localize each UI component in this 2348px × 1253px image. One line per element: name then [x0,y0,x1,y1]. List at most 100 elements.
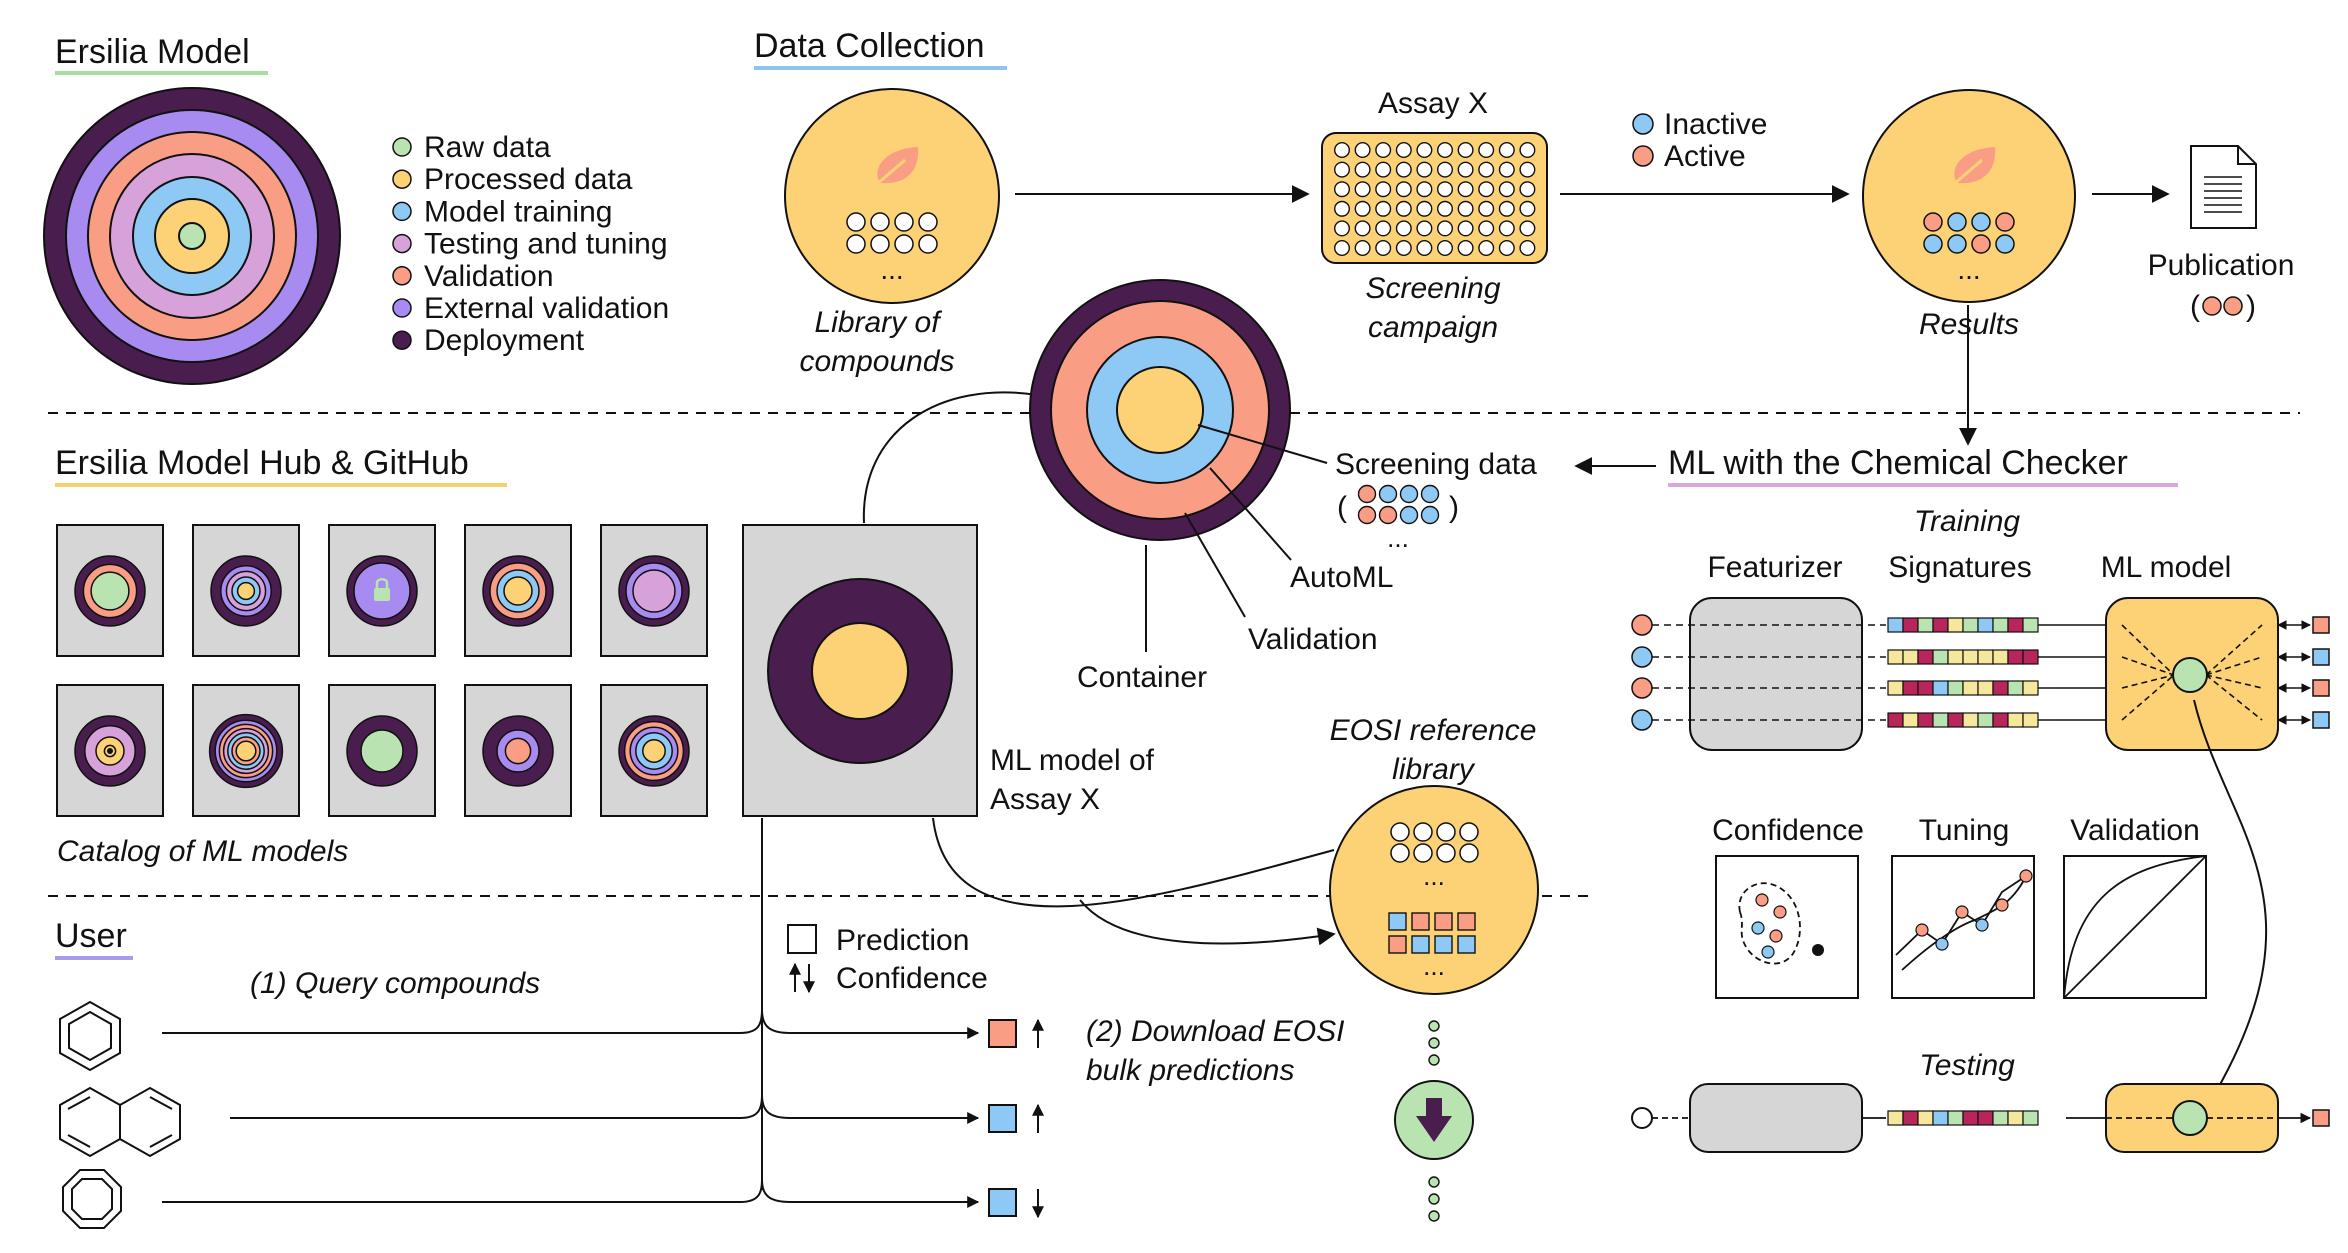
plate-well [1478,161,1495,178]
point [1995,898,2009,912]
signature-cell [1992,712,2009,728]
model-card[interactable] [56,684,164,817]
model-card[interactable] [328,524,436,657]
prediction-legend-label: Prediction [836,924,969,957]
screening-data-dot [1420,484,1440,504]
dots-ellipsis: ... [1423,861,1445,891]
plate-well [1375,239,1392,256]
results-circle [1862,89,2076,303]
plate-well [1354,200,1371,217]
signature-cell [1962,712,1979,728]
plate-well [1375,200,1392,217]
prediction-square [988,1019,1017,1048]
prediction-square [988,1188,1017,1217]
legend-swatch [392,298,412,318]
screening-data-dot [1378,505,1398,525]
output-square [2312,679,2330,697]
dashed-connector [2121,624,2175,676]
plate-well [1498,181,1515,198]
active-dot [1632,145,1654,167]
signature-cell [1902,680,1919,696]
compound-dot [1413,843,1433,863]
signature-cell [1992,649,2009,665]
paren-open: ( [1337,491,1347,524]
plate-well [1354,239,1371,256]
model-card[interactable] [192,524,300,657]
assay-title: Assay X [1378,87,1488,120]
user-title: User [55,917,127,955]
screening-data-dots [1357,484,1440,525]
plate-well [1375,220,1392,237]
point [1935,937,1949,951]
test-signature [1887,1110,2039,1126]
plate-well [1498,220,1515,237]
signature-cell [1977,1110,1994,1126]
screening-data-dot [1357,505,1377,525]
plate-well [1354,161,1371,178]
signature-cell [1947,680,1964,696]
screening-data-dot [1399,505,1419,525]
signature-cell [1992,617,2009,633]
model-card[interactable] [464,524,572,657]
input-compound [1631,646,1653,668]
model-card[interactable] [600,524,708,657]
result-dot [1947,234,1967,254]
screening-data-label: Screening data [1335,448,1537,481]
model-card[interactable] [328,684,436,817]
publication-label: Publication [2148,249,2295,282]
download-label-line2: bulk predictions [1086,1054,1294,1087]
plate-well [1333,220,1350,237]
automl-label: AutoML [1290,561,1393,594]
featurizer-box [1689,597,1863,751]
signature-cell [1917,680,1934,696]
compound-dot [846,234,866,254]
point [1769,929,1783,943]
dashed-connector [2121,656,2175,676]
confidence-plot [1715,855,1859,999]
result-dot [1923,234,1943,254]
model-to-eosi-curve [932,817,1335,908]
compound-dot [1459,843,1479,863]
chemical-checker-section: ML with the Chemical Checker Training Fe… [1574,305,2330,1153]
compound-dots [846,212,938,254]
point [1955,905,1969,919]
benzene-molecule [59,1000,121,1072]
compound-library-circle [784,88,1000,304]
download-button[interactable] [1394,1080,1474,1160]
leaf-stem [1946,158,1983,192]
signature-cell [2007,1110,2024,1126]
plate-well [1519,239,1536,256]
plate-well [1498,141,1515,158]
point [2019,869,2033,883]
eosi-title-line1: EOSI reference [1330,714,1537,747]
signature-cell [2007,617,2024,633]
plate-well [1395,141,1412,158]
model-card[interactable] [600,684,708,817]
prediction-square [988,1104,1017,1133]
model-card[interactable] [56,524,164,657]
point [1755,893,1769,907]
prediction-square [1411,912,1430,931]
model-card[interactable] [464,684,572,817]
dots-ellipsis: ... [1387,523,1409,553]
signature-cell [1977,649,1994,665]
compound-dot [1390,843,1410,863]
signature-cell [2022,680,2039,696]
plate-well [1416,200,1433,217]
point [1915,923,1929,937]
signature-cell [1887,712,1904,728]
model-card[interactable] [192,684,300,817]
plate-well [1457,239,1474,256]
signature-cell [1977,712,1994,728]
plate-well [1478,239,1495,256]
plate-well [1395,161,1412,178]
training-rows [1631,614,2330,731]
signature-cell [1902,649,1919,665]
prediction-square [1411,935,1430,954]
plate-well [1519,181,1536,198]
plate-well [1436,200,1453,217]
plate-well [1478,220,1495,237]
signature-cell [1947,617,1964,633]
